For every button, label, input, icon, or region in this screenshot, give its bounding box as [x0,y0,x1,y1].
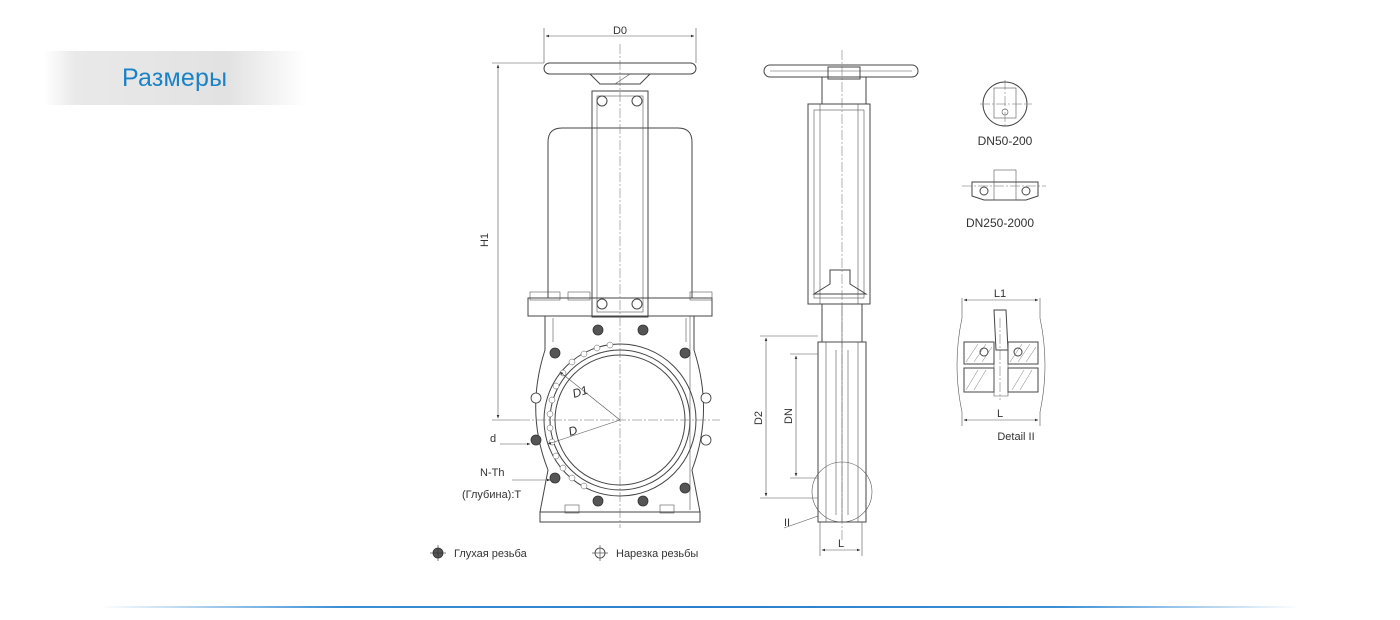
section-heading: Размеры [122,64,228,92]
dim-l-label: L [838,538,844,550]
valve-body [535,316,704,523]
variant-small-label: DN50-200 [978,134,1033,148]
dim-d0-label: D0 [613,25,627,37]
section-heading-band [44,51,306,105]
blind-bolt-holes [530,324,691,507]
front-view: D0 H1 D1 D d N-Th (Глубина):T [462,25,720,528]
dim-d1-label: D1 [571,383,590,401]
detail-ii-marker [811,461,873,523]
dim-d2-label: D2 [753,411,765,425]
variant-large-label: DN250-2000 [966,216,1034,230]
column [807,103,871,305]
dim-h1-label: H1 [479,233,491,247]
handwheel-side [763,64,919,78]
dim-dn-label: DN [783,408,795,424]
legend-through-thread: Нарезка резьбы [616,548,698,560]
variant-dn50-200: DN50-200 [978,80,1033,148]
footer-divider [100,606,1300,608]
seal-ring [546,341,614,490]
dim-small-d-label: d [490,433,496,445]
dim-depth-label: (Глубина):T [462,489,521,501]
side-view: D2 DN II L [753,50,919,556]
through-bolt-holes [530,392,712,446]
legend: Глухая резьба Нарезка резьбы [430,545,698,561]
legend-blind-thread: Глухая резьба [454,548,528,560]
detail-l1-label: L1 [994,288,1006,300]
dim-nth-label: N-Th [480,467,504,479]
detail-caption: Detail II [997,431,1034,443]
detail-l-label: L [997,408,1003,420]
dim-d-label: D [567,423,580,439]
variant-dn250-2000: DN250-2000 [962,169,1046,230]
detail-ii: L1 L Detail II [956,288,1046,443]
detail-ii-ref: II [784,517,790,529]
